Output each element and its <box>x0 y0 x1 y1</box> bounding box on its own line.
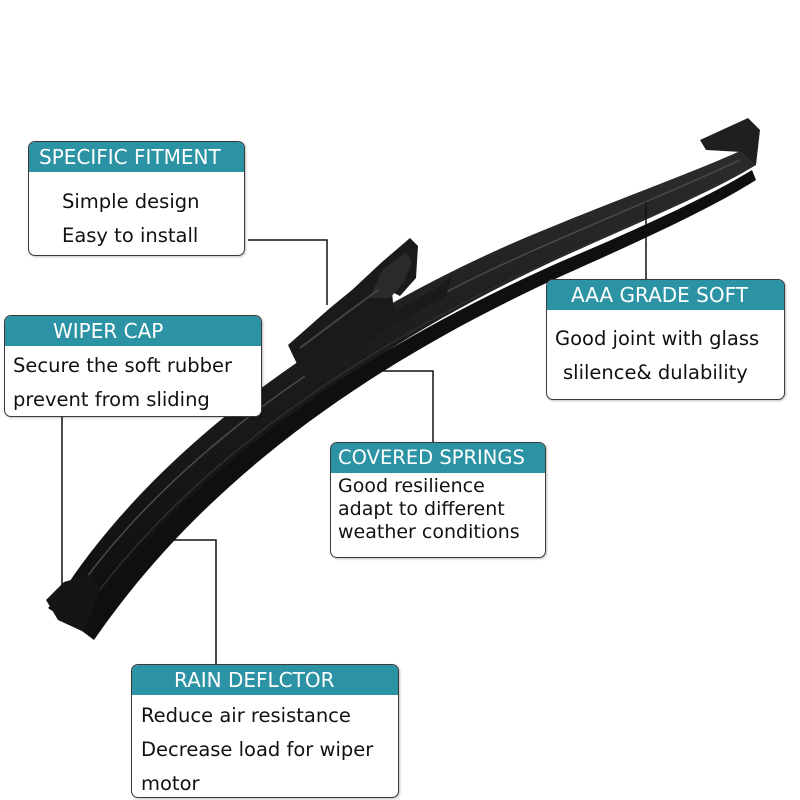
callout-body: Simple design Easy to install <box>29 172 244 253</box>
callout-line: prevent from sliding <box>13 388 210 411</box>
callout-title: SPECIFIC FITMENT <box>29 142 244 172</box>
callout-line: Secure the soft rubber <box>13 354 233 377</box>
callout-title: COVERED SPRINGS <box>331 443 545 473</box>
callout-line: Good joint with glass <box>555 327 760 350</box>
callout-rain-deflector: RAIN DEFLCTOR Reduce air resistance Decr… <box>131 664 399 798</box>
leader-line-springs <box>362 370 434 442</box>
callout-line: Reduce air resistance <box>141 704 351 727</box>
callout-line: Simple design <box>62 190 200 213</box>
callout-line: Decrease load for wiper <box>141 738 374 761</box>
callout-line: motor <box>141 772 200 795</box>
blade-groove-lower <box>81 167 749 615</box>
mount-highlight <box>299 289 379 349</box>
callout-specific-fitment: SPECIFIC FITMENT Simple design Easy to i… <box>28 141 245 256</box>
left-end-cap <box>46 574 100 632</box>
callout-body: Good joint with glass slilence& dulabili… <box>547 310 784 390</box>
callout-title: AAA GRADE SOFT <box>547 280 784 310</box>
callout-line: Good resilience <box>338 475 485 497</box>
callout-line: Easy to install <box>62 224 199 247</box>
callout-line: adapt to different <box>338 498 505 520</box>
callout-wiper-cap: WIPER CAP Secure the soft rubber prevent… <box>4 315 262 417</box>
wiper-mount-cap <box>288 238 452 378</box>
callout-body: Reduce air resistance Decrease load for … <box>132 695 398 797</box>
leader-line-fitment <box>248 239 328 305</box>
callout-line: weather conditions <box>338 521 520 543</box>
callout-body: Secure the soft rubber prevent from slid… <box>5 346 261 416</box>
callout-aaa-grade-soft: AAA GRADE SOFT Good joint with glass sli… <box>546 279 785 400</box>
mount-hook <box>370 252 412 298</box>
callout-title: RAIN DEFLCTOR <box>132 665 398 695</box>
callout-covered-springs: COVERED SPRINGS Good resilience adapt to… <box>330 442 546 558</box>
callout-title: WIPER CAP <box>5 316 261 346</box>
callout-body: Good resilience adapt to different weath… <box>331 473 545 544</box>
callout-line: slilence& dulability <box>563 361 748 384</box>
right-end-clip <box>700 118 760 165</box>
leader-line-rain <box>160 539 217 664</box>
rubber-strip <box>78 170 756 640</box>
